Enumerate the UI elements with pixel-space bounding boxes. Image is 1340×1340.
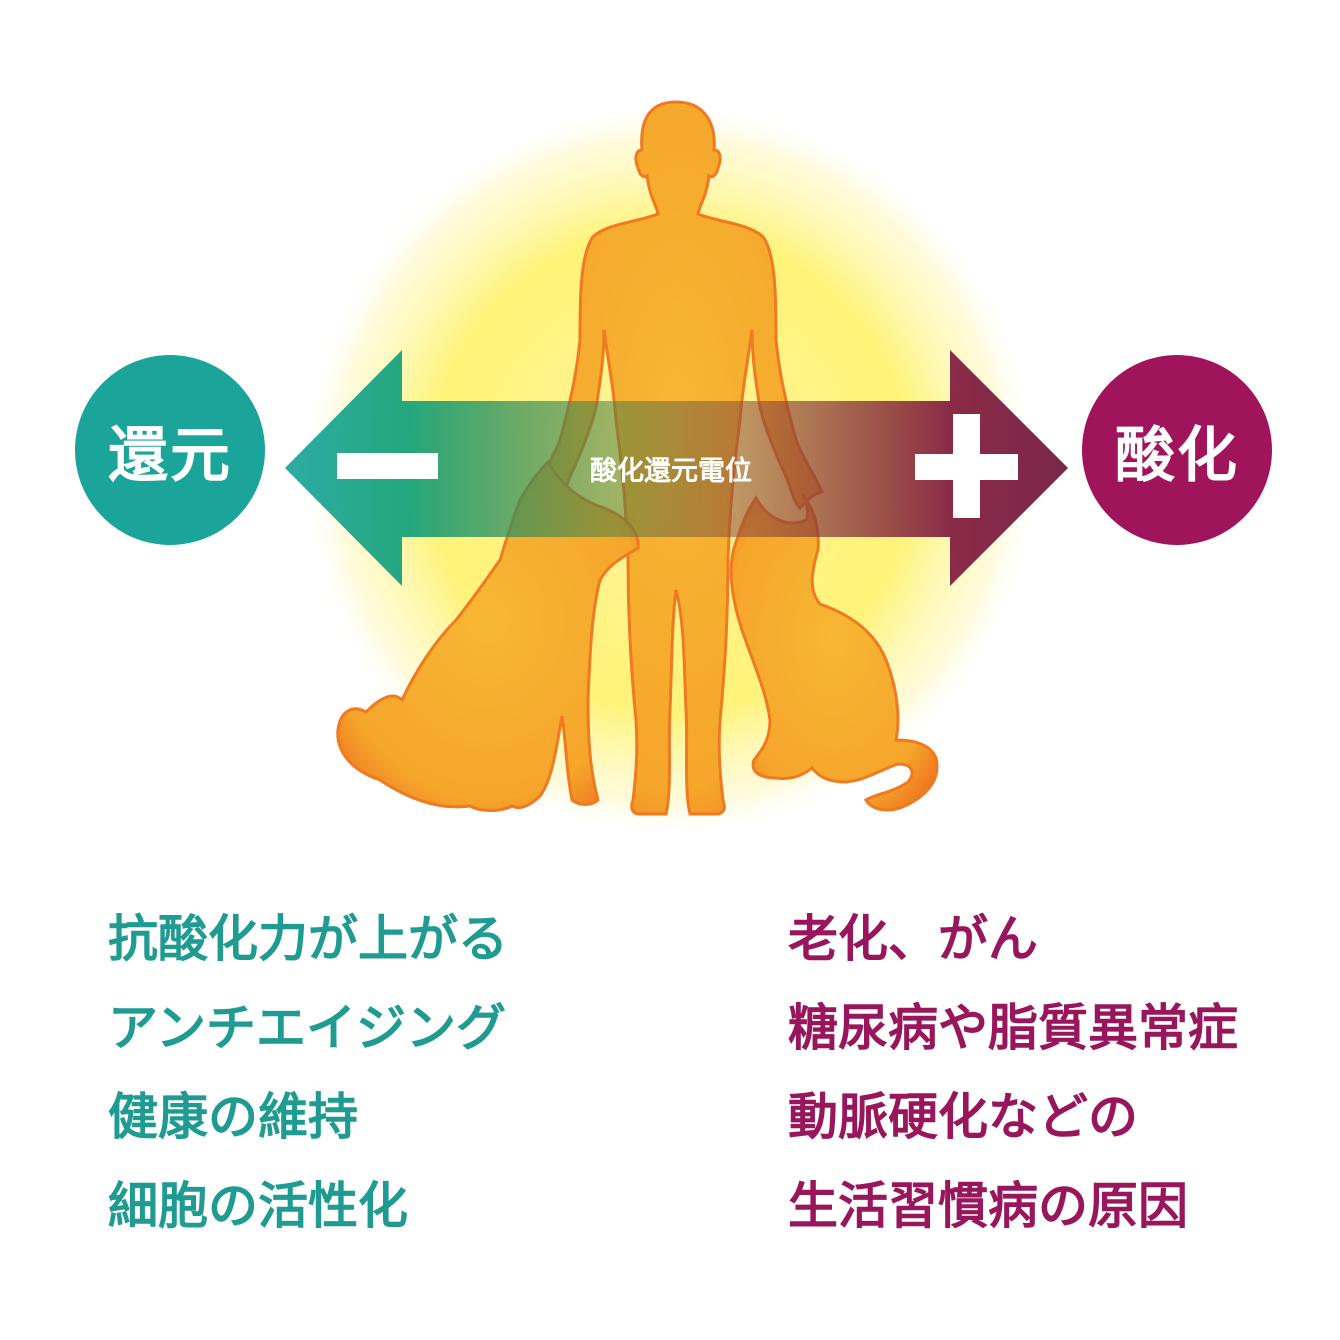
reduction-effects-list: 抗酸化力が上がる アンチエイジング 健康の維持 細胞の活性化 <box>108 895 508 1251</box>
oxidation-effect-item: 動脈硬化などの <box>788 1088 1138 1146</box>
reduction-effect-item: アンチエイジング <box>108 999 506 1057</box>
reduction-effect-item: 細胞の活性化 <box>108 1177 408 1235</box>
reduction-circle: 還元 <box>75 355 265 545</box>
reduction-effect-item: 抗酸化力が上がる <box>108 910 508 968</box>
oxidation-circle: 酸化 <box>1082 355 1272 545</box>
oxidation-effects-list: 老化、がん 糖尿病や脂質異常症 動脈硬化などの 生活習慣病の原因 <box>788 895 1238 1251</box>
dog-silhouette-icon <box>336 459 640 812</box>
double-arrow <box>285 350 1068 586</box>
reduction-effect-item: 健康の維持 <box>108 1088 358 1146</box>
center-label: 酸化還元電位 <box>590 455 752 487</box>
oxidation-effect-item: 生活習慣病の原因 <box>788 1177 1188 1235</box>
plus-sign-icon <box>915 414 1018 518</box>
oxidation-effect-item: 糖尿病や脂質異常症 <box>788 999 1238 1057</box>
minus-sign-icon <box>337 453 438 479</box>
cat-silhouette-icon <box>729 493 939 812</box>
oxidation-label: 酸化 <box>1115 420 1239 491</box>
reduction-label: 還元 <box>108 420 232 491</box>
oxidation-effect-item: 老化、がん <box>788 910 1038 968</box>
